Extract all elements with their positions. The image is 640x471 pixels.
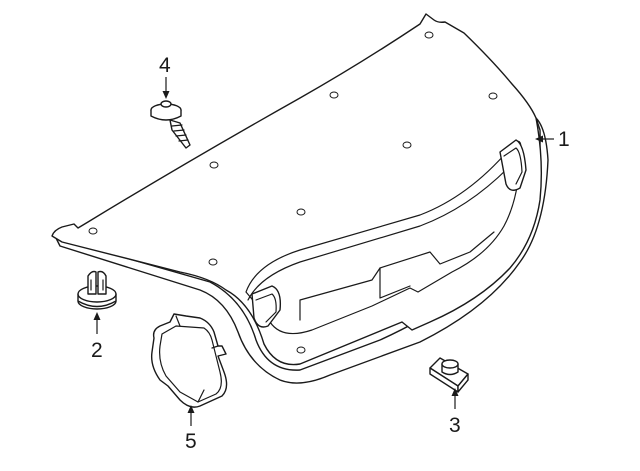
callout-1: 1: [558, 128, 570, 151]
leader-arrows: [93, 77, 554, 426]
callout-2: 2: [91, 339, 103, 362]
callout-4: 4: [159, 54, 171, 77]
callout-5: 5: [185, 430, 197, 453]
push-pin-retainer: [77, 270, 117, 310]
trunk-lid-trim-panel: [51, 13, 549, 384]
callout-3: 3: [449, 414, 461, 437]
trim-screw: [150, 100, 191, 149]
access-cover: [150, 313, 228, 408]
u-nut-clip: [429, 357, 469, 393]
